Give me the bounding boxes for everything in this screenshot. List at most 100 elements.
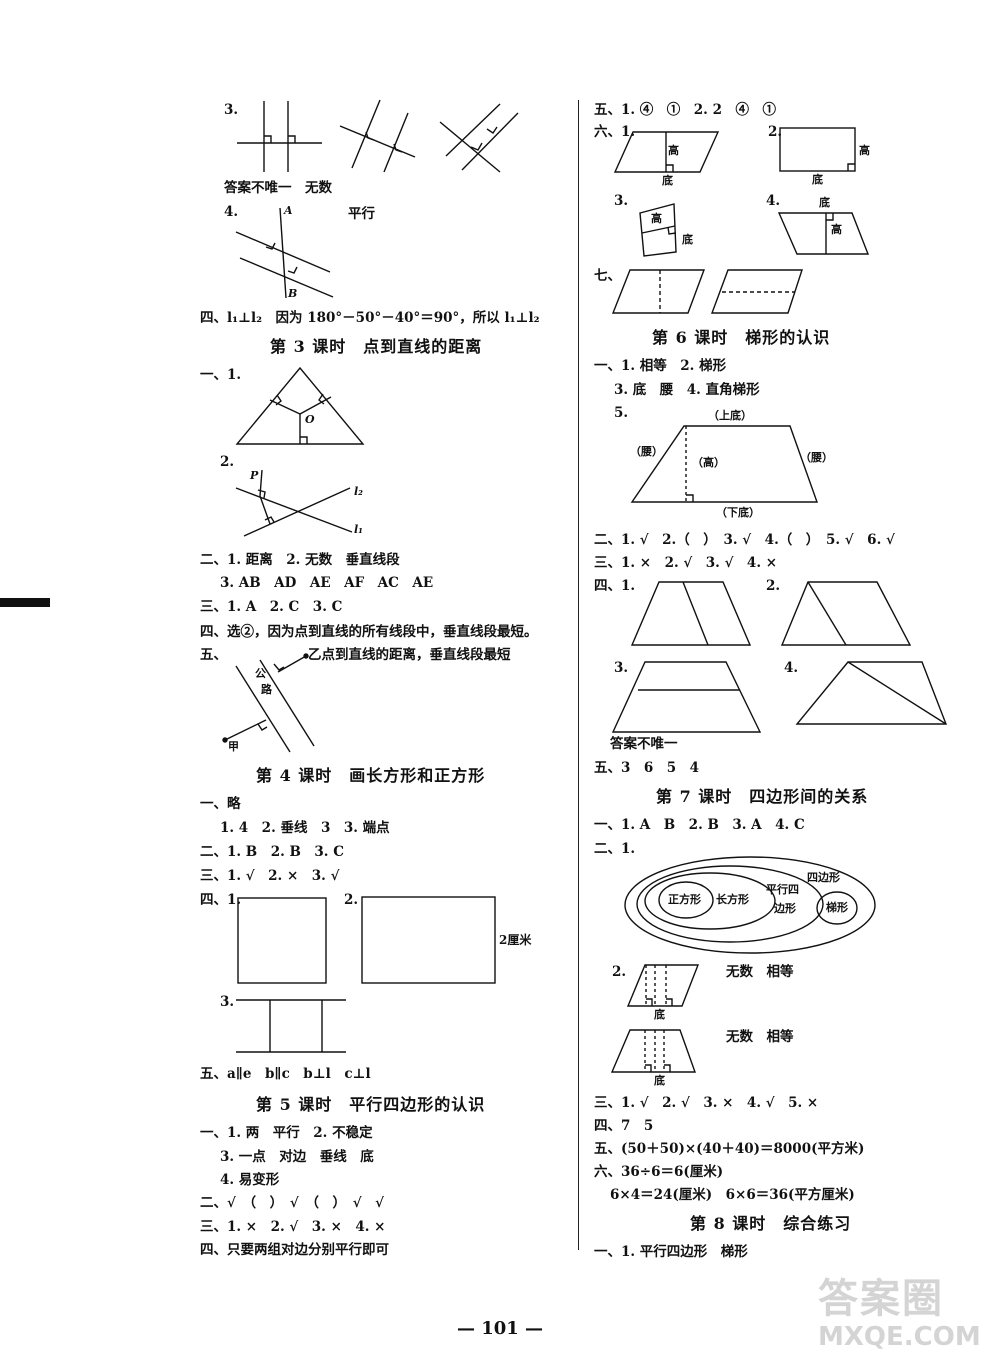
section-heading: 第 8 课时 综合练习 [690,1214,852,1233]
watermark-logo: 答案圈 [818,1276,944,1322]
figure-square-rectangle [236,896,496,1053]
answer-line: 三、1. × 2. √ 3. √ 4. × [594,555,778,571]
answer-line: 一、1. [200,367,242,383]
answer-line: 五、(50＋50)×(40＋40)＝8000(平方米) [594,1141,865,1157]
section-heading: 第 5 课时 平行四边形的认识 [256,1095,486,1114]
answer-line: 2. [768,124,783,140]
road-label: 路 [261,683,272,696]
answer-line: 3. [614,193,629,209]
dimension-label: 2厘米 [499,933,532,947]
answer-line: 三、1. A 2. C 3. C [200,599,343,615]
line-label-l1: l₁ [354,523,363,536]
answer-line: 4. [784,660,799,676]
watermark-url: MXQE.COM [818,1322,981,1352]
answer-line: 2. [612,964,627,980]
figure-perpendicular-lines [237,99,519,173]
section-heading: 第 6 课时 梯形的认识 [652,328,831,347]
base-label: 底 [662,174,673,187]
answer-line: 二、√ （ ） √ （ ） √ √ [200,1195,384,1211]
answer-line: 4. 易变形 [220,1172,280,1188]
trapezoid-label: （高） [692,456,725,469]
point-label-A: A [284,204,293,217]
answer-line: 四、只要两组对边分别平行即可 [200,1242,389,1258]
answer-line: 3. AB AD AE AF AC AE [220,575,434,591]
answer-line: 答案不唯一 [610,736,678,752]
section-heading: 第 7 课时 四边形间的关系 [656,787,869,806]
section-heading: 第 3 课时 点到直线的距离 [270,337,483,356]
answer-line: 六、36÷6＝6(厘米) [594,1164,724,1180]
answer-line: 七、 [594,268,621,284]
answer-line: 五、3 6 5 4 [594,760,700,776]
answer-line: 六、1. [594,124,636,140]
base-label: 底 [812,173,823,186]
figure-road-distance [222,653,315,753]
euler-label-rectangle: 长方形 [716,893,749,906]
height-label: 高 [668,144,679,157]
base-label: 底 [654,1008,665,1021]
section-heading: 第 4 课时 画长方形和正方形 [256,766,486,785]
answer-line: 2. [344,892,359,908]
answer-note: 无数 相等 [726,964,794,980]
answer-line: 四、1. [594,578,636,594]
base-label: 底 [654,1074,665,1087]
point-label-O: O [305,413,315,426]
answer-line: 1. 4 2. 垂线 3 3. 端点 [220,820,390,836]
answer-line: 一、1. A B 2. B 3. A 4. C [594,817,805,833]
trapezoid-label: （下底） [716,506,760,519]
answer-line: 三、1. √ 2. √ 3. × 4. √ 5. × [594,1095,819,1111]
answer-line: 3. [224,102,239,118]
answer-line: 四、l₁⊥l₂ 因为 180°－50°－40°＝90°，所以 l₁⊥l₂ [200,310,540,326]
answer-line: 一、略 [200,796,241,812]
answer-line: 二、1. B 2. B 3. C [200,844,344,860]
answer-line: 五、a∥e b∥c b⊥l c⊥l [200,1066,371,1082]
answer-line: 三、1. × 2. √ 3. × 4. × [200,1219,386,1235]
answer-line: 3. 底 腰 4. 直角梯形 [614,382,760,398]
euler-label-parallelogram: 平行四 [766,883,799,896]
answer-note: 无数 相等 [726,1029,794,1045]
answer-line: 二、1. 距离 2. 无数 垂直线段 [200,552,400,568]
answer-line: 二、1. [594,841,636,857]
answer-line: 3. [614,660,629,676]
height-label: 高 [859,144,870,157]
answer-line: 2. [220,454,235,470]
answer-line: 一、1. 两 平行 2. 不稳定 [200,1125,373,1141]
answer-line: 3. 一点 对边 垂线 底 [220,1149,374,1165]
euler-label-square: 正方形 [668,893,701,906]
answer-line: 一、1. 平行四边形 梯形 [594,1244,748,1260]
answer-line: 二、1. √ 2.（ ） 3. √ 4.（ ） 5. √ 6. √ [594,532,895,548]
base-label: 底 [682,233,693,246]
trapezoid-label: （腰） [630,445,663,458]
answer-line: 四、选②，因为点到直线的所有线段中，垂直线段最短。 [200,624,538,640]
trapezoid-label: （腰） [800,451,833,464]
answer-line: 5. [614,405,629,421]
road-label: 公 [255,667,266,680]
answer-line: 四、7 5 [594,1118,654,1134]
answer-line: 四、1. [200,892,242,908]
line-label-l2: l₂ [354,485,363,498]
page-number: — 101 — [456,1318,544,1339]
answer-line: 3. [220,994,235,1010]
answer-note: 乙点到直线的距离，垂直线段最短 [308,647,511,663]
point-label-B: B [288,287,298,300]
answer-line: 一、1. 相等 2. 梯形 [594,358,727,374]
answer-line: 4. [766,193,781,209]
column-divider [578,100,579,1250]
height-label: 高 [651,212,662,225]
figure-parallel-AB [235,207,334,299]
answer-line: 4. [224,204,239,220]
point-label-jia: 甲 [228,740,239,753]
answer-line: 三、1. √ 2. × 3. √ [200,868,340,884]
euler-label-quadrilateral: 四边形 [807,871,840,884]
euler-label-trapezoid: 梯形 [826,901,848,914]
height-label: 高 [831,223,842,236]
answer-line: 2. [766,578,781,594]
answer-line: 6×4＝24(厘米) 6×6＝36(平方厘米) [610,1187,855,1203]
figure-triangle-distances [235,366,365,445]
base-label: 底 [819,196,830,209]
euler-label-parallelogram: 边形 [774,902,796,915]
